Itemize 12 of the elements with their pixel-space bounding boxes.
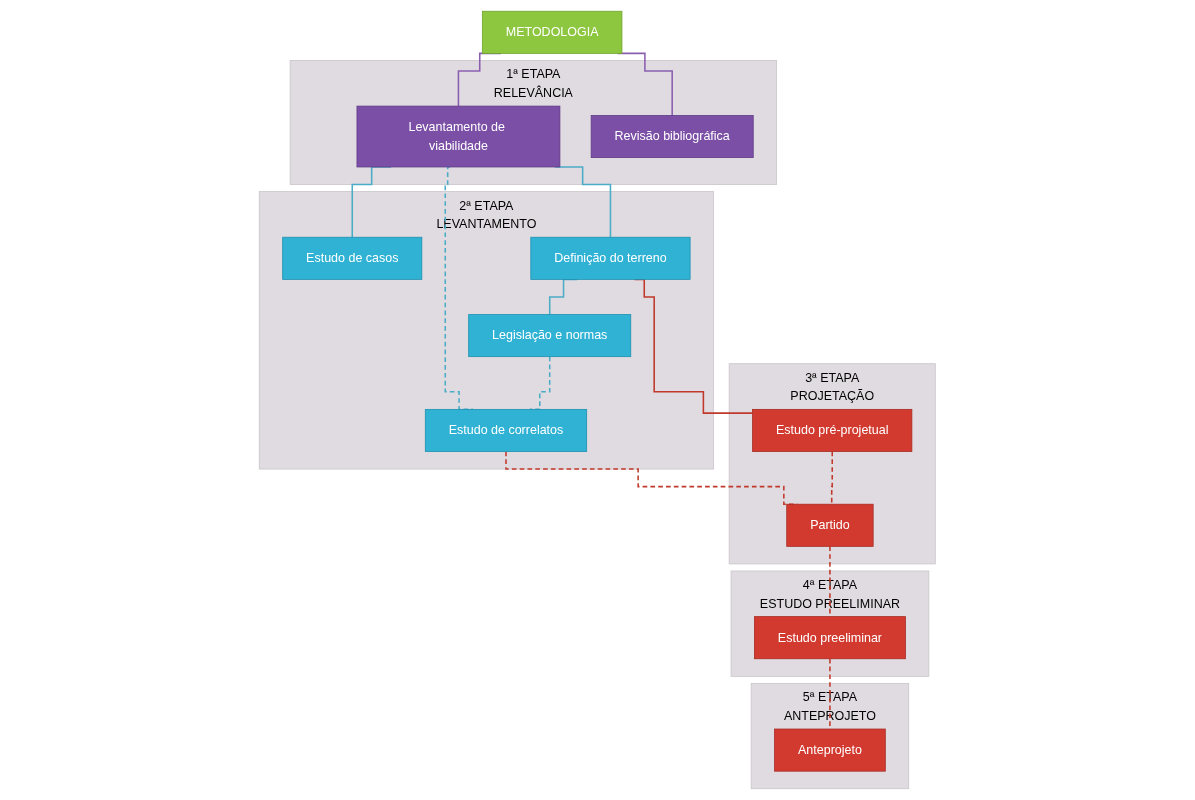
node-box: Levantamento de viabilidade [356,105,561,168]
node-box: Revisão bibliográfica [590,115,754,158]
node-box: Anteprojeto [774,728,886,772]
node-box: Estudo de correlatos [425,408,588,452]
node-box: Partido [786,503,874,547]
node-box: METODOLOGIA [482,10,623,54]
connector [830,450,834,505]
node-box: Legislação e normas [468,314,632,358]
node-box: Estudo preeliminar [754,616,907,660]
node-box: Estudo de casos [282,236,423,280]
node-box: Estudo pré-projetual [752,408,913,452]
node-box: Definição do terreno [530,236,691,280]
